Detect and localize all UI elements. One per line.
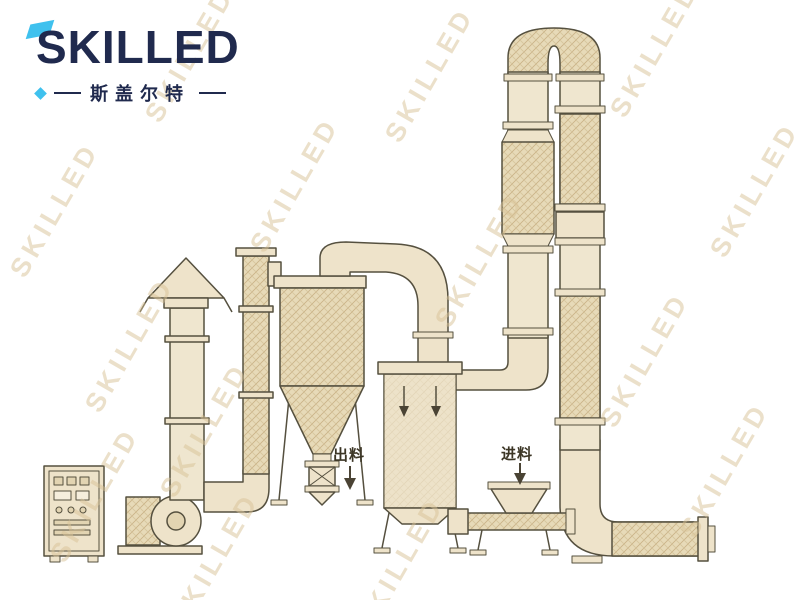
separator-foot [449, 547, 467, 554]
cyclone-lid [273, 275, 367, 289]
logo-brand: SKILLED [36, 21, 240, 73]
stack-flange [164, 335, 210, 343]
cyclone-legs [278, 397, 366, 501]
valve-cross [308, 466, 336, 487]
column-right-hatch [559, 113, 601, 205]
riser-bottom-elbow [203, 469, 270, 513]
column-flange [502, 121, 554, 130]
feed-hopper [490, 488, 548, 514]
cabinet-vent [53, 519, 91, 526]
riser-top-cap [235, 247, 277, 257]
hopper-rim [487, 481, 551, 490]
hot-air-duct [559, 439, 716, 564]
column-flange [503, 73, 553, 82]
diagram-labels: 出料 进料 [333, 445, 533, 490]
column-flange [554, 417, 606, 426]
column-flange [554, 203, 606, 212]
stack-flange [164, 417, 210, 425]
cabinet-button [79, 476, 90, 486]
feeder-outlet-flange [565, 508, 576, 535]
blower-hub [166, 511, 186, 531]
logo-subtitle-diamond-icon [34, 86, 47, 100]
separator-lid [377, 361, 463, 375]
cyclone-foot [270, 499, 288, 506]
feeder-motor [447, 508, 469, 535]
control-cabinet [43, 465, 105, 563]
separator-foot [373, 547, 391, 554]
elbow-support [571, 555, 603, 564]
feed-label: 进料 [501, 445, 533, 463]
cyclone-foot [356, 499, 374, 506]
column-flange [554, 105, 606, 114]
cabinet-button [53, 476, 64, 486]
rotary-discharge-valve [304, 453, 340, 506]
blower-base [117, 545, 203, 555]
logo-subtitle-line-left [54, 92, 81, 94]
exhaust-stack [139, 257, 233, 501]
u-bend [507, 27, 601, 79]
cabinet-inner-frame [48, 470, 100, 552]
cabinet-knob [55, 506, 63, 514]
feed-down-arrow-icon [514, 473, 526, 485]
feeder-legs [477, 529, 551, 551]
cabinet-display [53, 490, 72, 501]
column-flange [554, 288, 606, 297]
cabinet-vent [53, 529, 91, 536]
column-left-taper [501, 233, 555, 247]
valve-neck [312, 453, 332, 462]
column-flange [502, 245, 554, 254]
feed-system [447, 481, 576, 556]
riser-flange [238, 305, 274, 313]
separator-body-hatch [384, 374, 456, 508]
secondary-separator [373, 361, 467, 554]
column-left-taper [501, 129, 555, 143]
gooseneck-body [319, 241, 449, 367]
riser-pipe [203, 247, 282, 513]
logo-subtitle-line-right [199, 92, 226, 94]
cabinet-leg [87, 555, 99, 563]
left-column-elbow [447, 335, 549, 391]
stack-cap [147, 257, 225, 299]
separator-funnel [383, 507, 457, 525]
cyclone-body [279, 287, 365, 387]
feeder-foot [541, 549, 559, 556]
flow-down-arrow-icon [431, 406, 441, 417]
screw-feeder-barrel [465, 512, 571, 531]
cyclone-cone [279, 385, 365, 455]
column-flange [502, 327, 554, 336]
feeder-foot [469, 549, 487, 556]
duct-end-flange [697, 516, 709, 562]
cabinet-button [66, 476, 77, 486]
column-flange [555, 73, 605, 82]
stack-cap-skirt [139, 297, 233, 313]
logo-subtitle: 斯盖尔特 [90, 84, 190, 104]
stack-collar [163, 297, 209, 309]
gooseneck-pipe [319, 241, 454, 367]
gooseneck-flange [412, 331, 454, 339]
logo-brand-row: SKILLED [25, 19, 240, 73]
column-right-hatch [559, 295, 601, 419]
exhaust-blower [117, 495, 203, 555]
logo: SKILLED 斯盖尔特 [25, 19, 240, 106]
flow-down-arrow-icon [399, 406, 409, 417]
column-flange [554, 237, 606, 246]
riser-flange [238, 391, 274, 399]
duct-end-cap [707, 525, 716, 553]
cabinet-display [75, 490, 90, 501]
discharge-label: 出料 [333, 446, 365, 464]
drying-columns [501, 27, 606, 451]
heater-duct [611, 521, 701, 557]
valve-flange [304, 485, 340, 493]
cabinet-knob [79, 506, 87, 514]
cabinet-knob [67, 506, 75, 514]
cyclone-separator [270, 275, 374, 506]
riser-vertical [242, 255, 270, 475]
cabinet-leg [49, 555, 61, 563]
logo-subtitle-row: 斯盖尔特 [34, 80, 240, 106]
column-right-collar [555, 211, 605, 239]
valve-outlet-cone [308, 491, 336, 506]
discharge-down-arrow-icon [344, 478, 356, 490]
column-left-bulge [501, 141, 555, 235]
